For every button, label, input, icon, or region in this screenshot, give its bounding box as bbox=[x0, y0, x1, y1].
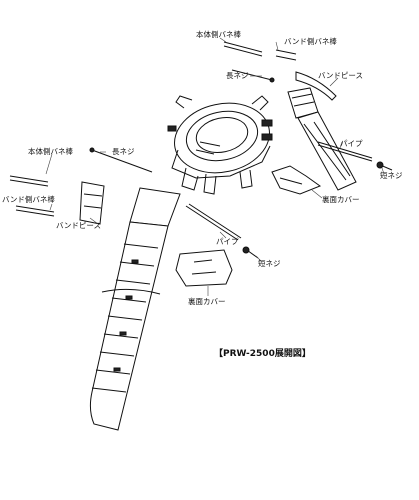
pipe-mid bbox=[185, 203, 242, 241]
label-band-pin-top: バンド側バネ棒 bbox=[284, 36, 337, 46]
long-screw-left bbox=[89, 147, 153, 173]
label-band-piece-top: バンドピース bbox=[318, 71, 363, 80]
label-pipe-top: パイプ bbox=[340, 139, 363, 148]
band-piece-top-curve bbox=[295, 71, 337, 101]
label-pipe-mid: パイプ bbox=[216, 237, 239, 246]
label-short-screw-mid: 短ネジ bbox=[258, 258, 281, 268]
label-band-pin-left: バンド側バネ棒 bbox=[2, 194, 55, 204]
pipe-top-right bbox=[317, 141, 373, 162]
back-cover-top bbox=[271, 165, 322, 195]
band-piece-left bbox=[79, 181, 105, 225]
label-body-pin-top: 本体側バネ棒 bbox=[196, 29, 241, 39]
label-body-pin-left: 本体側バネ棒 bbox=[28, 146, 73, 156]
short-screw-top-right bbox=[376, 161, 393, 171]
spring-pins-left bbox=[9, 175, 55, 217]
watch-case bbox=[167, 95, 273, 195]
back-cover-mid bbox=[175, 249, 233, 287]
short-screw-mid bbox=[242, 246, 259, 259]
label-long-screw-left: 長ネジ bbox=[112, 147, 135, 156]
label-long-screw-top: 長ネジ bbox=[226, 71, 249, 80]
label-short-screw-top: 短ネジ bbox=[380, 170, 403, 180]
long-screw-top bbox=[231, 69, 275, 83]
leader-lines bbox=[45, 37, 385, 296]
label-back-cover-top: 裏面カバー bbox=[322, 194, 360, 204]
diagram-title: 【PRW-2500展開図】 bbox=[214, 348, 311, 359]
label-band-piece-left: バンドピース bbox=[56, 221, 101, 230]
band-strap bbox=[89, 187, 181, 431]
spring-pins-top bbox=[223, 41, 297, 61]
label-back-cover-mid: 裏面カバー bbox=[188, 296, 226, 306]
